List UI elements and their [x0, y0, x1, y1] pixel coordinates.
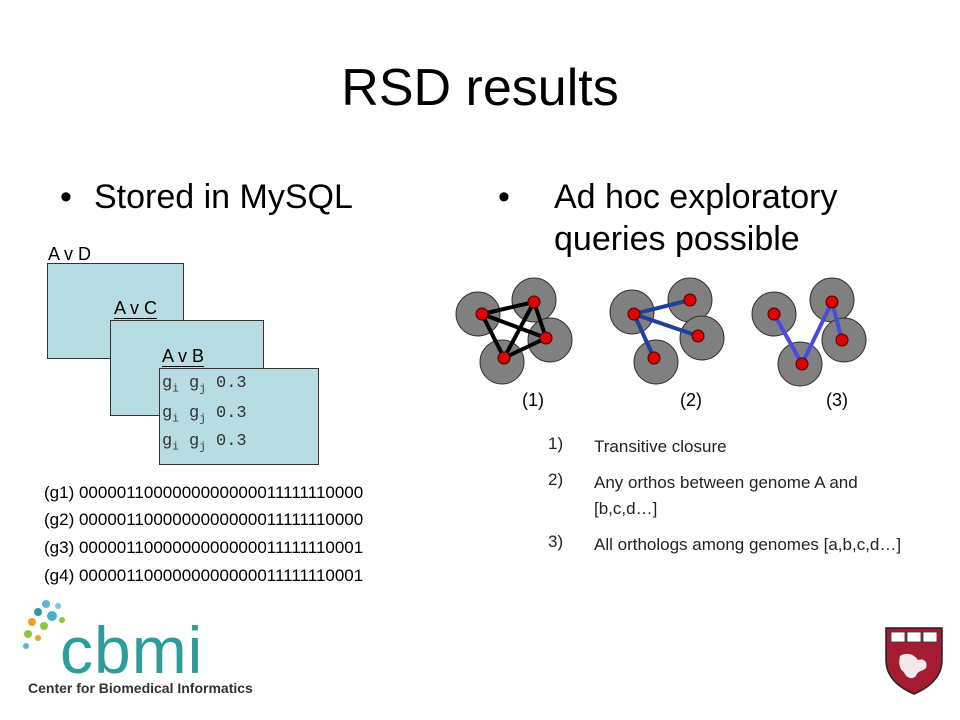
query-number: 3): [548, 532, 564, 551]
table-avb: [159, 368, 319, 465]
graph-node-core: [527, 295, 541, 309]
bitstring-row: (g3) 0000011000000000000011111110001: [44, 538, 364, 557]
query-text: Any orthos between genome A and [b,c,d…]: [594, 473, 858, 518]
query-text: All orthologs among genomes [a,b,c,d…]: [594, 535, 902, 554]
harvard-shield-icon: [885, 627, 943, 695]
graph-node-core: [795, 357, 809, 371]
logo-wordmark: cbmi: [60, 613, 204, 687]
graph-edge: [633, 312, 699, 338]
graph-node-core: [539, 331, 553, 345]
graph-edge: [480, 313, 506, 359]
bullet-dot: •: [498, 178, 510, 216]
graph-node-core: [497, 351, 511, 365]
graph-transitive-closure: [455, 277, 573, 385]
graph-edge: [503, 336, 547, 360]
graph-all-orthologs: [751, 277, 867, 387]
bitstring-row: (g4) 0000011000000000000011111110001: [44, 566, 364, 585]
graph-node-core: [767, 307, 781, 321]
dot-spray-icon: [23, 600, 65, 649]
graph-label: (1): [522, 390, 544, 410]
graph-edge: [633, 298, 691, 316]
graph-node-core: [475, 307, 489, 321]
table-row: gi gj 0.3: [162, 432, 247, 454]
graph-edge: [502, 301, 536, 359]
bitstring-row: (g2) 0000011000000000000011111110000: [44, 510, 364, 529]
bullet-dot: •: [60, 178, 72, 216]
graph-node-core: [627, 307, 641, 321]
query-number: 1): [548, 434, 564, 453]
query-text: Transitive closure: [594, 437, 727, 456]
graph-node-core: [683, 293, 697, 307]
graph-edge: [481, 312, 547, 340]
bullet-text: Stored in MySQL: [94, 178, 353, 216]
graph-node-core: [835, 333, 849, 347]
graph-node-core: [825, 295, 839, 309]
graph-edge: [772, 313, 804, 365]
graph-edge: [632, 313, 656, 359]
table-label-avc: A v C: [114, 298, 158, 319]
logo-subtitle: Center for Biomedical Informatics: [28, 680, 253, 696]
table-row: gi gj 0.3: [162, 374, 247, 396]
table-label-avd: A v D: [48, 244, 92, 265]
graph-edge: [800, 301, 834, 365]
bullet-text: Ad hoc exploratory queries possible: [554, 178, 838, 258]
graph-node-core: [647, 351, 661, 365]
table-row: gi gj 0.3: [162, 404, 247, 426]
slide-title: RSD results: [341, 59, 619, 117]
graph-edge: [481, 300, 535, 316]
graph-label: (3): [826, 390, 848, 410]
graph-orthos-genome-a: [609, 277, 725, 385]
table-label-avb: A v B: [162, 346, 205, 367]
query-number: 2): [548, 470, 564, 489]
graph-node-core: [691, 329, 705, 343]
ortholog-graphs: [455, 277, 867, 387]
bitstring-row: (g1) 0000011000000000000011111110000: [44, 483, 364, 502]
graph-label: (2): [680, 390, 702, 410]
graph-edge: [830, 301, 844, 341]
